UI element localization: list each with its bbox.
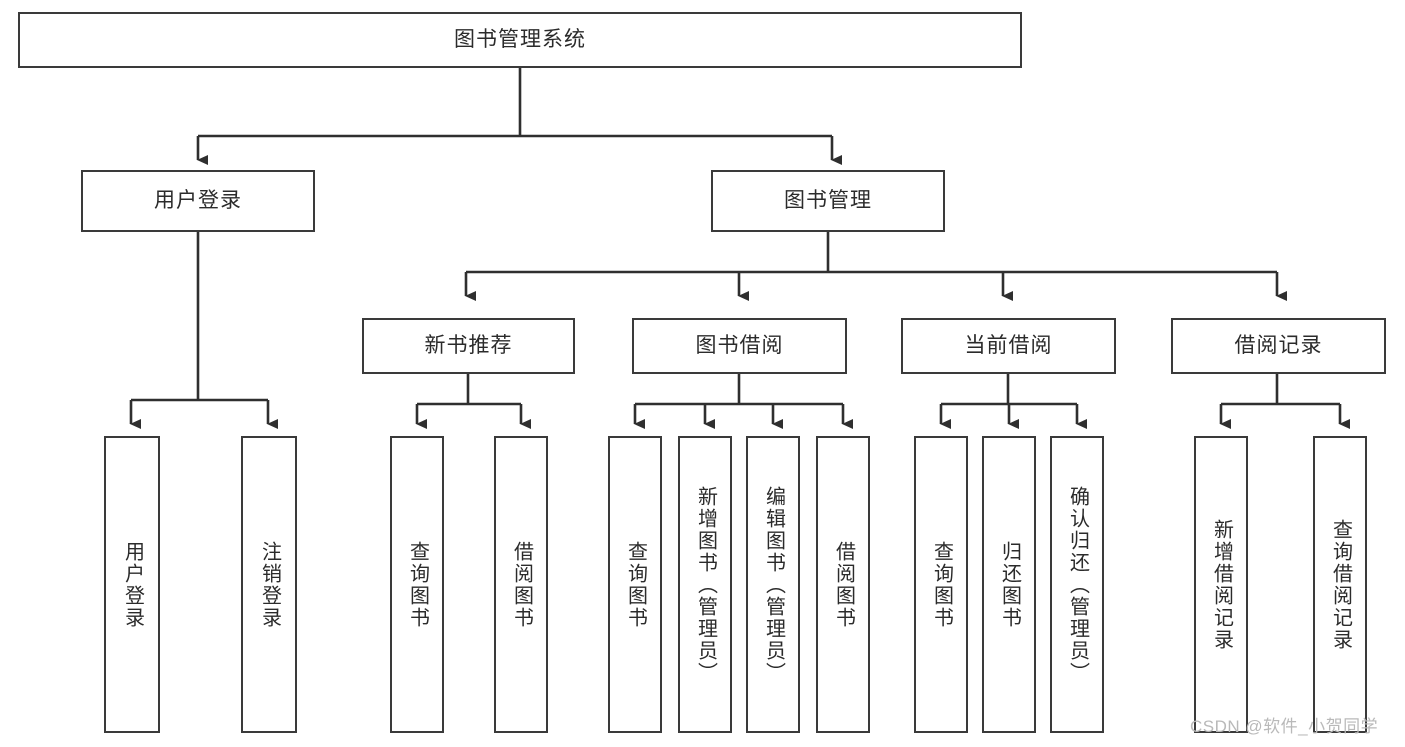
node-label: 新增图书（管理员）: [694, 485, 717, 684]
node-label: 新增借阅记录: [1210, 518, 1233, 651]
node-label: 借阅图书: [510, 540, 533, 629]
node-label: 图书管理: [784, 188, 872, 212]
leaf-current-confirm-return-admin[interactable]: 确认归还（管理员）: [1050, 436, 1104, 733]
node-label: 当前借阅: [964, 333, 1053, 357]
node-label: 查询借阅记录: [1329, 518, 1352, 651]
node-label: 用户登录: [121, 540, 144, 629]
node-label: 查询图书: [624, 540, 647, 629]
node-root-system[interactable]: 图书管理系统: [18, 12, 1022, 68]
node-label: 查询图书: [406, 540, 429, 629]
node-new-book-recommend[interactable]: 新书推荐: [362, 318, 575, 374]
csdn-watermark: CSDN @软件_小贺同学: [1190, 717, 1379, 736]
leaf-current-return-book[interactable]: 归还图书: [982, 436, 1036, 733]
node-label: 编辑图书（管理员）: [762, 485, 785, 684]
leaf-borrow-edit-book-admin[interactable]: 编辑图书（管理员）: [746, 436, 800, 733]
node-label: 注销登录: [258, 540, 281, 629]
node-label: 图书借阅: [695, 333, 784, 357]
node-user-login-module[interactable]: 用户登录: [81, 170, 315, 232]
leaf-borrow-query-book[interactable]: 查询图书: [608, 436, 662, 733]
node-label: 借阅记录: [1234, 333, 1323, 357]
node-label: 图书管理系统: [454, 27, 586, 51]
leaf-record-query-record[interactable]: 查询借阅记录: [1313, 436, 1367, 733]
leaf-recommend-query-book[interactable]: 查询图书: [390, 436, 444, 733]
node-label: 归还图书: [998, 540, 1021, 629]
node-label: 借阅图书: [832, 540, 855, 629]
leaf-user-login[interactable]: 用户登录: [104, 436, 160, 733]
node-label: 新书推荐: [424, 333, 513, 357]
node-book-borrow[interactable]: 图书借阅: [632, 318, 847, 374]
node-label: 确认归还（管理员）: [1066, 485, 1089, 684]
leaf-borrow-add-book-admin[interactable]: 新增图书（管理员）: [678, 436, 732, 733]
leaf-borrow-borrow-book[interactable]: 借阅图书: [816, 436, 870, 733]
leaf-record-add-record[interactable]: 新增借阅记录: [1194, 436, 1248, 733]
leaf-recommend-borrow-book[interactable]: 借阅图书: [494, 436, 548, 733]
leaf-user-logout[interactable]: 注销登录: [241, 436, 297, 733]
node-label: 用户登录: [154, 188, 242, 212]
node-book-management-module[interactable]: 图书管理: [711, 170, 945, 232]
node-label: 查询图书: [930, 540, 953, 629]
leaf-current-query-book[interactable]: 查询图书: [914, 436, 968, 733]
node-borrow-record[interactable]: 借阅记录: [1171, 318, 1386, 374]
node-current-borrow[interactable]: 当前借阅: [901, 318, 1116, 374]
